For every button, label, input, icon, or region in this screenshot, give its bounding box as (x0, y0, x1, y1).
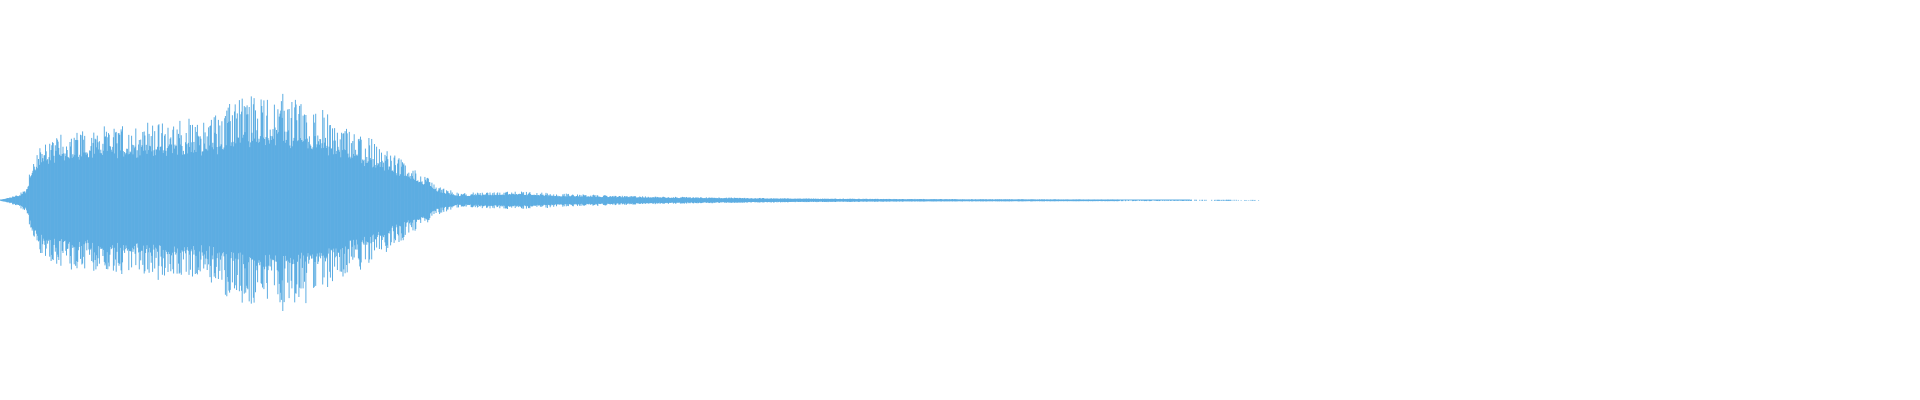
audio-waveform[interactable] (0, 0, 1920, 400)
audio-waveform-panel[interactable] (0, 0, 1920, 400)
